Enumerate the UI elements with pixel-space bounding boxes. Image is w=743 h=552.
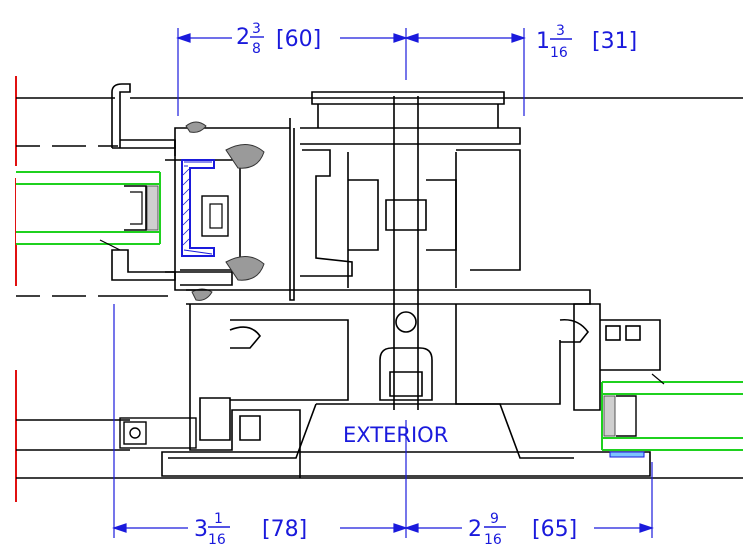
sill-track [119, 417, 197, 449]
dim-denominator: 16 [208, 532, 226, 548]
dim-metric: [31] [592, 29, 637, 54]
dim-whole: 3 [194, 517, 208, 542]
dim-numerator: 3 [556, 23, 565, 39]
dim-metric: [78] [262, 517, 307, 542]
dim-numerator: 3 [252, 21, 261, 37]
dim-denominator: 16 [550, 45, 568, 61]
gaskets [185, 121, 265, 301]
dim-whole: 1 [536, 29, 550, 54]
dim-whole: 2 [236, 25, 250, 50]
dim-metric: [65] [532, 517, 577, 542]
dimension-top-right: 1 3 16 [31] [536, 23, 637, 61]
steel-reinforcement [181, 159, 229, 257]
dimension-lines [112, 28, 654, 538]
left-glass-unit [16, 171, 161, 251]
dimension-bottom-left: 3 1 16 [78] [194, 511, 307, 548]
dim-numerator: 1 [214, 511, 223, 527]
right-spacer [603, 395, 616, 437]
dim-metric: [60] [276, 27, 321, 52]
frame-profile [161, 91, 661, 478]
right-glass-unit [601, 373, 743, 458]
dimension-bottom-right: 2 9 16 [65] [468, 511, 577, 548]
exterior-label: EXTERIOR [343, 423, 448, 447]
dim-numerator: 9 [490, 511, 499, 527]
dim-denominator: 16 [484, 532, 502, 548]
outline-lines [16, 97, 743, 479]
dimension-top-left: 2 3 8 [60] [236, 21, 321, 57]
dim-denominator: 8 [252, 41, 261, 57]
left-spacer [146, 185, 159, 231]
dim-whole: 2 [468, 517, 482, 542]
